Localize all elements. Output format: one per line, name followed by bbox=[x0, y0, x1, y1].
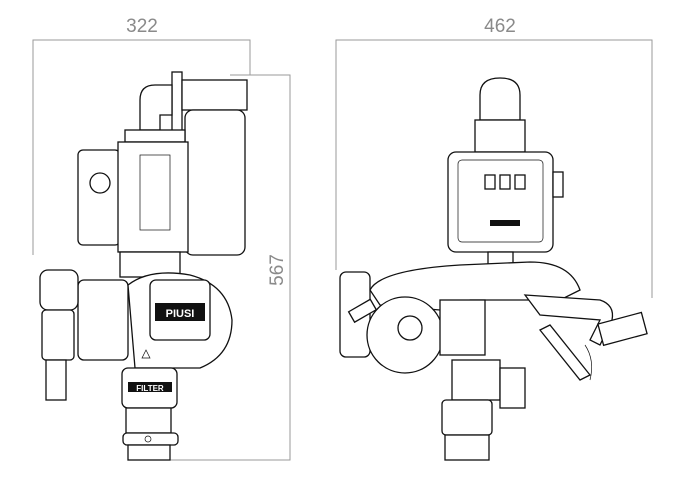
width-dimension-left: 322 bbox=[126, 16, 158, 37]
pump-front-view bbox=[339, 77, 648, 461]
brand-logo: PIUSI bbox=[166, 308, 195, 320]
dimension-lines bbox=[32, 39, 653, 461]
filter-label: FILTER bbox=[136, 384, 164, 393]
pump-side-view: PIUSI FILTER bbox=[39, 71, 248, 461]
width-dimension-right: 462 bbox=[484, 16, 516, 37]
height-dimension: 567 bbox=[267, 254, 288, 286]
